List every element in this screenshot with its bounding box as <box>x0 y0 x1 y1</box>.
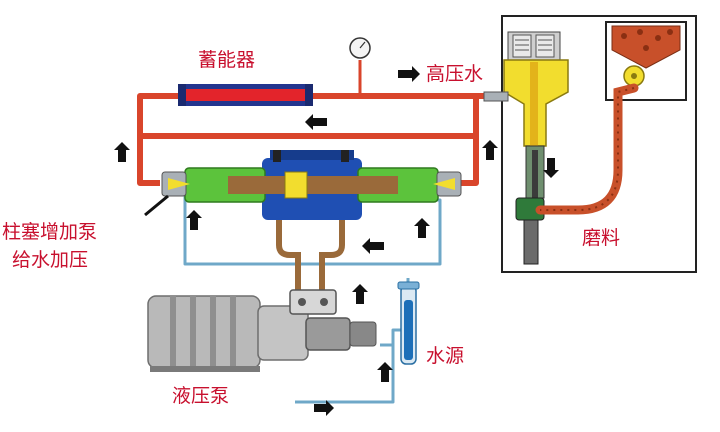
arrow-right-icon <box>314 400 334 416</box>
arrow-left-icon <box>362 238 384 254</box>
hp-loop-lower <box>140 133 479 186</box>
high-pressure-circuit <box>137 60 498 186</box>
arrow-right-icon <box>398 66 420 82</box>
label-intensifier-line1: 柱塞增加泵 <box>2 221 97 243</box>
intensifier-pointer <box>144 194 169 217</box>
arrow-up-icon <box>352 284 368 304</box>
label-abrasive: 磨料 <box>582 227 620 249</box>
flow-arrows <box>114 66 559 416</box>
hydraulic-pump-motor <box>147 289 377 372</box>
intensifier-pump <box>161 150 462 292</box>
water-source-tank <box>397 281 420 365</box>
arrow-up-icon <box>114 142 130 162</box>
label-water-source: 水源 <box>426 345 464 367</box>
cutting-head-panel <box>483 15 697 273</box>
hp-loop-upper <box>137 93 498 186</box>
label-intensifier-line2: 给水加压 <box>12 249 88 271</box>
label-high-pressure-water: 高压水 <box>426 63 483 85</box>
label-hydraulic-pump: 液压泵 <box>172 385 229 407</box>
arrow-up-icon <box>186 210 202 230</box>
pressure-gauge-icon <box>349 37 371 59</box>
arrow-left-icon <box>305 114 327 130</box>
label-accumulator: 蓄能器 <box>198 49 255 71</box>
arrow-up-icon <box>414 218 430 238</box>
arrow-up-icon <box>482 140 498 160</box>
arrow-up-icon <box>377 362 393 382</box>
arrow-down-icon <box>543 158 559 178</box>
accumulator <box>178 84 313 106</box>
